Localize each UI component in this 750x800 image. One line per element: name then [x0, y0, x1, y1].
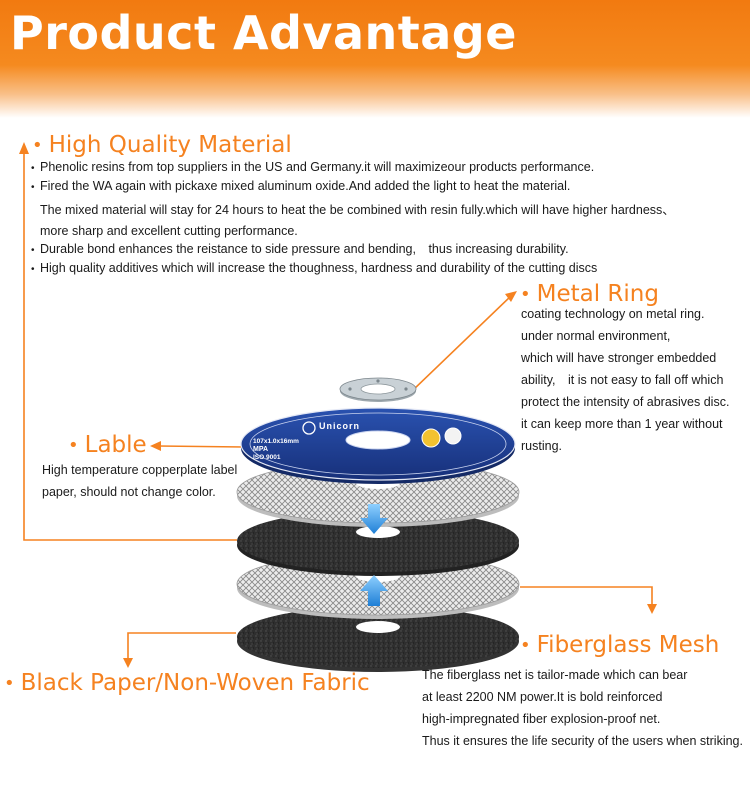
fiberglass-text: The fiberglass net is tailor-made which …	[422, 664, 743, 752]
bullet-icon: •	[32, 134, 43, 156]
brand-logo-icon	[302, 421, 316, 435]
connector-lines	[23, 152, 653, 660]
arrow-icon	[19, 142, 29, 154]
list-item: which will have stronger embedded	[521, 351, 717, 365]
disc-spec-mpa: MPA	[253, 446, 269, 453]
header-banner: Product Advantage	[0, 0, 750, 118]
page-title: Product Advantage	[10, 6, 517, 60]
list-item: coating technology on metal ring.	[521, 307, 705, 321]
arrow-icon	[647, 604, 657, 614]
disc-abrasive	[237, 510, 519, 576]
list-item: under normal environment,	[521, 329, 671, 343]
list-item: rusting.	[521, 439, 562, 453]
bullet-icon: •	[4, 672, 15, 694]
disc-spec-size: 107x1.0x16mm	[253, 438, 299, 445]
connector-metal-ring	[411, 294, 513, 392]
compress-arrows	[360, 504, 388, 606]
list-item: •High quality additives which will incre…	[31, 261, 598, 275]
connector-black-paper	[127, 632, 236, 660]
metal-ring	[339, 377, 417, 402]
list-item: The fiberglass net is tailor-made which …	[422, 668, 688, 682]
list-item: •Fired the WA again with pickaxe mixed a…	[31, 179, 571, 193]
list-item: •Durable bond enhances the reistance to …	[31, 242, 569, 256]
heading-metal-ring: •Metal Ring	[520, 281, 659, 307]
bullet-icon: •	[520, 283, 531, 305]
cert-icon	[444, 427, 462, 445]
arrow-icon	[505, 291, 517, 302]
list-item: High temperature copperplate label	[42, 463, 238, 477]
list-item: paper, should not change color.	[42, 485, 216, 499]
disc-brand: Unicorn	[319, 421, 361, 431]
heading-black-paper: •Black Paper/Non-Woven Fabric	[4, 670, 370, 696]
list-item: Thus it ensures the life security of the…	[422, 734, 743, 748]
list-item: ability, it is not easy to fall off whic…	[521, 373, 724, 387]
arrow-up-icon	[360, 575, 388, 606]
list-item: high-impregnated fiber explosion-proof n…	[422, 712, 661, 726]
arrow-icon	[150, 441, 161, 451]
disc-black-paper	[237, 606, 519, 672]
heading-fiberglass-mesh: •Fiberglass Mesh	[520, 632, 720, 658]
connector-high-quality	[23, 152, 237, 541]
high-quality-text: •Phenolic resins from top suppliers in t…	[31, 158, 675, 278]
heading-lable: •Lable	[68, 432, 147, 458]
disc-spec-iso: ISO 9001	[253, 454, 281, 461]
connector-arrowheads	[19, 142, 657, 668]
badge-icon	[421, 428, 441, 448]
bullet-icon: •	[68, 434, 79, 456]
connector-fiberglass	[520, 586, 653, 606]
list-item: protect the intensity of abrasives disc.	[521, 395, 730, 409]
list-item: at least 2200 NM power.It is bold reinfo…	[422, 690, 663, 704]
heading-high-quality-material: •High Quality Material	[32, 132, 292, 158]
list-item: The mixed material will stay for 24 hour…	[40, 203, 675, 217]
list-item: •Phenolic resins from top suppliers in t…	[31, 160, 595, 174]
list-item: more sharp and excellent cutting perform…	[40, 224, 298, 238]
connector-lable	[157, 445, 245, 448]
metal-ring-text: coating technology on metal ring. under …	[521, 303, 729, 457]
lable-text: High temperature copperplate label paper…	[42, 459, 237, 503]
arrow-icon	[123, 658, 133, 668]
arrow-down-icon	[360, 504, 388, 534]
disc-label	[240, 407, 516, 484]
bullet-icon: •	[520, 634, 531, 656]
list-item: it can keep more than 1 year without	[521, 417, 723, 431]
